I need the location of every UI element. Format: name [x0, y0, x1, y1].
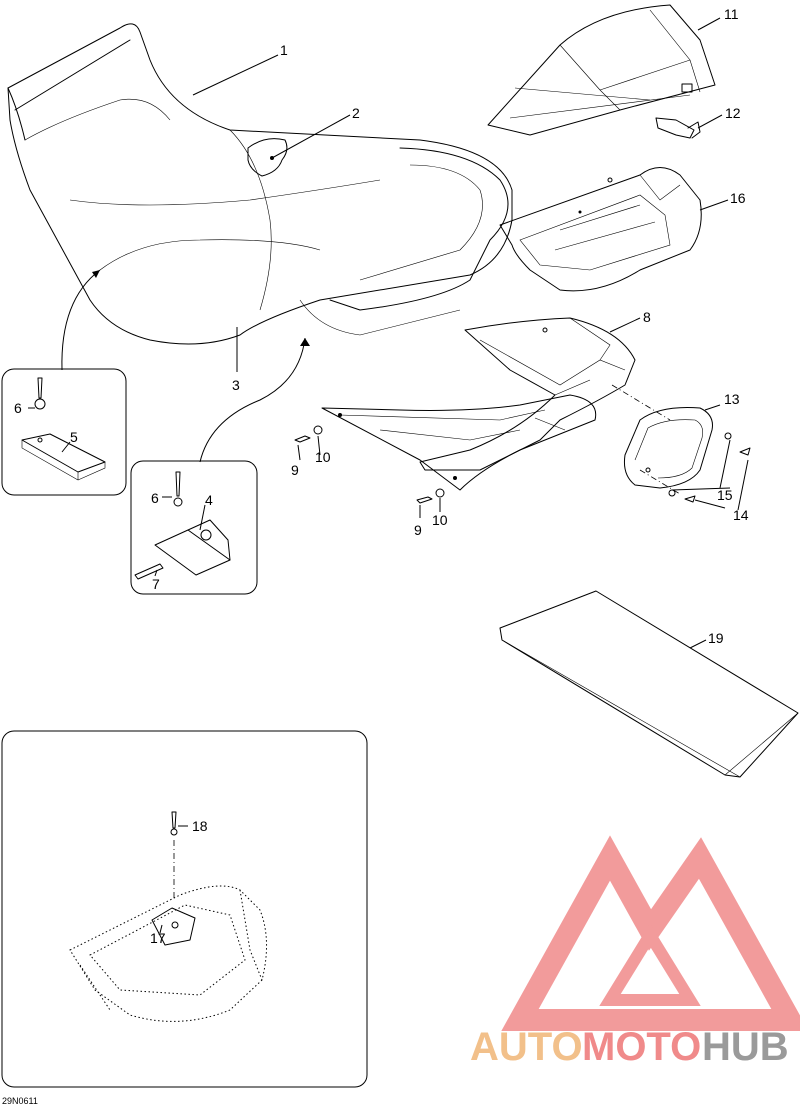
lower-frame-part-8 [419, 317, 636, 471]
callout-12: 12 [725, 105, 741, 121]
callout-2: 2 [352, 105, 360, 121]
detail-box-bracket-5 [1, 368, 127, 496]
seat-part-1 [7, 23, 513, 345]
callout-9-lower: 9 [414, 522, 422, 538]
callout-4: 4 [205, 492, 213, 508]
callout-5: 5 [70, 429, 78, 445]
drawing-code: 29N0611 [2, 1096, 38, 1106]
detail-box-tray-17 [1, 730, 368, 1088]
light-part-13 [624, 407, 713, 489]
reference-arrows [61, 269, 310, 463]
callout-16: 16 [730, 190, 746, 206]
upper-cover-part-11 [487, 4, 716, 136]
clip-part-12 [655, 117, 701, 139]
callout-6-box-a: 6 [14, 400, 22, 416]
callout-15: 15 [717, 487, 733, 503]
callout-1: 1 [280, 42, 288, 58]
callout-10-upper: 10 [315, 449, 331, 465]
callout-19: 19 [708, 630, 724, 646]
callout-8: 8 [643, 309, 651, 325]
callout-3: 3 [232, 377, 240, 393]
leader-lines [28, 17, 749, 934]
brand-moto: MOTO [582, 1025, 701, 1069]
callout-7: 7 [152, 576, 160, 592]
side-panel [321, 394, 597, 491]
callout-14: 14 [733, 507, 749, 523]
callout-18: 18 [192, 818, 208, 834]
storage-tray-part-16 [499, 167, 702, 292]
callout-6-box-b: 6 [151, 490, 159, 506]
watermark-logo [501, 835, 800, 1031]
watermark-text: AUTO MOTO HUB [470, 1025, 789, 1069]
brand-auto: AUTO [470, 1025, 583, 1069]
callout-13: 13 [724, 391, 740, 407]
callout-17: 17 [150, 930, 166, 946]
fasteners [294, 425, 751, 504]
callout-numbers: 1 2 3 4 5 6 6 7 8 9 9 10 10 11 12 13 14 … [14, 6, 749, 946]
callout-9-upper: 9 [291, 462, 299, 478]
detail-box-bracket-4 [130, 460, 258, 595]
brand-hub: HUB [702, 1025, 789, 1069]
mat-part-19 [499, 590, 799, 778]
callout-10-lower: 10 [432, 512, 448, 528]
callout-11: 11 [724, 6, 739, 22]
